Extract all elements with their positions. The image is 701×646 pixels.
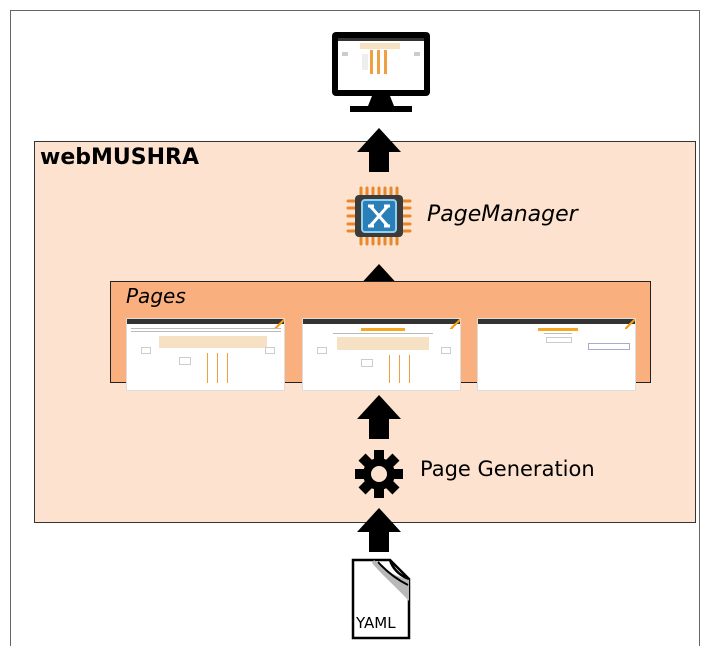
page-thumbnail-2 xyxy=(302,318,461,391)
yaml-label: YAML xyxy=(356,614,396,632)
arrow-up-to-generation xyxy=(357,508,401,552)
pagemanager-label: PageManager xyxy=(427,202,578,227)
pages-label: Pages xyxy=(126,284,186,308)
webmushra-label: webMUSHRA xyxy=(40,145,199,170)
file-icon xyxy=(351,558,411,640)
arrow-up-to-monitor xyxy=(357,128,401,172)
page-thumbnail-3 xyxy=(477,318,636,391)
page-generation-label: Page Generation xyxy=(420,457,595,481)
monitor-icon xyxy=(332,32,430,112)
arrow-up-to-pages xyxy=(357,395,401,439)
gear-icon xyxy=(355,450,403,498)
page-thumbnail-1 xyxy=(126,318,285,391)
chip-icon xyxy=(346,186,412,246)
figure-frame xyxy=(10,10,700,646)
